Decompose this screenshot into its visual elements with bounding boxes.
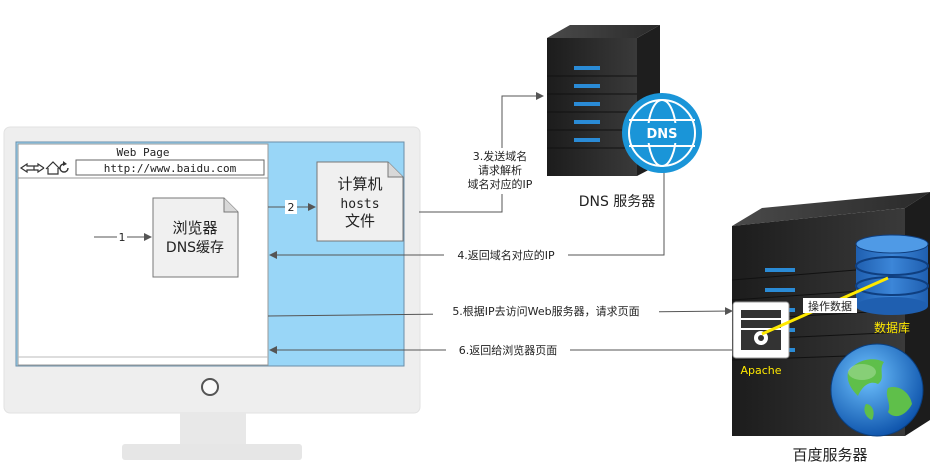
database-label: 数据库 (874, 320, 910, 335)
step-4-label: 4.返回域名对应的IP (457, 248, 555, 262)
home-icon[interactable] (45, 161, 61, 175)
baidu-server-label: 百度服务器 (792, 446, 867, 464)
apache-label: Apache (740, 364, 781, 377)
cache-note-line2: DNS缓存 (166, 240, 224, 256)
hosts-note-line3: 文件 (345, 212, 375, 230)
browser-title: Web Page (117, 146, 170, 159)
dns-icon-text: DNS (646, 127, 677, 142)
url-bar[interactable] (75, 159, 265, 176)
step-3-line2: 请求解析 (478, 163, 522, 177)
apache-server-icon (732, 301, 790, 359)
dns-globe-icon: DNS (622, 93, 702, 173)
url-text: http://www.baidu.com (104, 162, 237, 175)
refresh-icon[interactable] (59, 161, 69, 173)
step-2-label: 2 (288, 201, 295, 214)
step-3-line1: 3.发送域名 (473, 149, 528, 163)
cache-note-line1: 浏览器 (172, 219, 217, 237)
hosts-note-line1: 计算机 (337, 175, 382, 193)
back-forward-icon[interactable] (19, 162, 45, 174)
dns-server-label: DNS 服务器 (579, 194, 656, 210)
arrow-step-4 (269, 170, 665, 259)
earth-globe-icon (830, 343, 924, 437)
database-icon (855, 234, 929, 315)
hosts-file-note: 计算机 hosts 文件 (316, 161, 404, 242)
browser-dns-cache-note: 浏览器 DNS缓存 (152, 197, 239, 278)
step-1-label: 1 (119, 231, 126, 244)
step-6-label: 6.返回给浏览器页面 (459, 343, 558, 357)
step-3-line3: 域名对应的IP (468, 177, 533, 191)
step-5-label: 5.根据IP去访问Web服务器，请求页面 (452, 304, 639, 318)
db-link-label: 操作数据 (808, 299, 852, 313)
power-button[interactable] (201, 378, 219, 396)
dns-server-slots (574, 66, 600, 142)
hosts-note-line2: hosts (340, 197, 379, 212)
